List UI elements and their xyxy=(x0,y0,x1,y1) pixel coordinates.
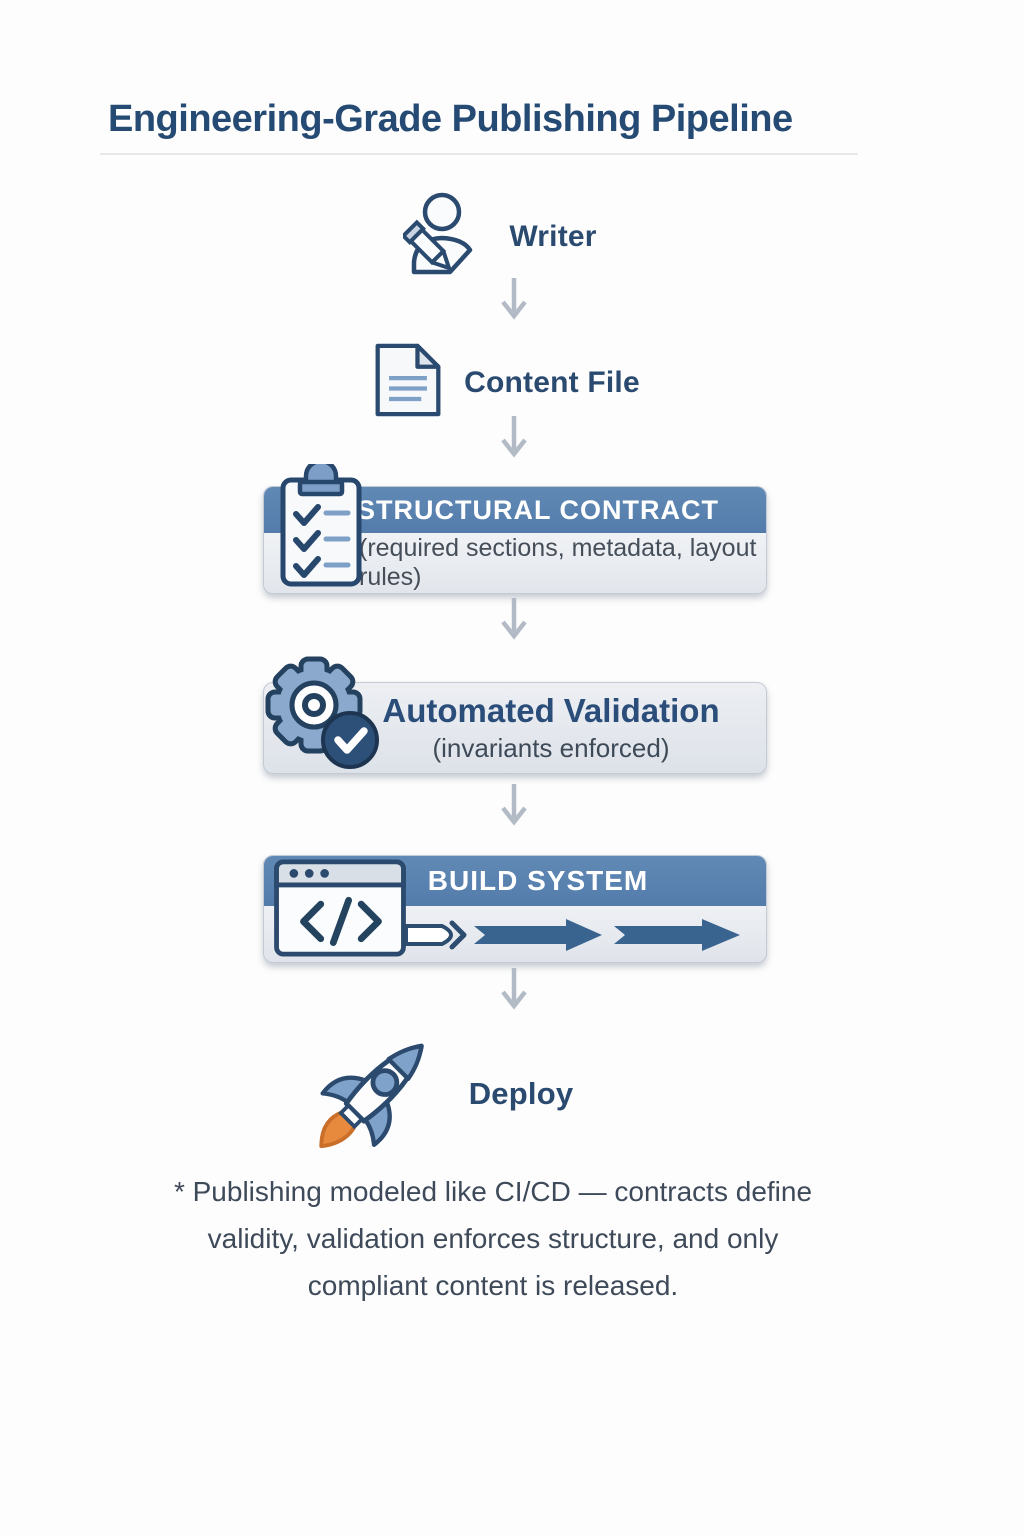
clipboard-checklist-icon xyxy=(276,458,366,597)
footnote-line-3: compliant content is released. xyxy=(307,1270,679,1301)
footnote: * Publishing modeled like CI/CD — contra… xyxy=(113,1168,873,1309)
gear-check-icon xyxy=(256,648,380,777)
deploy-label: Deploy xyxy=(468,1075,574,1111)
stage-writer: Writer xyxy=(0,188,1012,285)
page-title: Engineering-Grade Publishing Pipeline xyxy=(108,98,793,140)
writer-icon xyxy=(400,188,495,285)
automated-validation-word1: Automated xyxy=(382,691,555,729)
down-arrow-icon xyxy=(500,276,528,326)
down-arrow-icon xyxy=(500,596,528,646)
rocket-icon xyxy=(319,1024,453,1163)
document-icon xyxy=(372,340,444,425)
stage-content-file: Content File xyxy=(0,340,1018,425)
title-divider xyxy=(100,153,858,155)
down-arrow-icon xyxy=(500,966,528,1016)
footnote-line-2: validity, validation enforces structure,… xyxy=(207,1223,779,1254)
writer-label: Writer xyxy=(509,219,597,253)
pipeline-arrows-icon xyxy=(404,915,764,960)
down-arrow-icon xyxy=(500,782,528,832)
down-arrow-icon xyxy=(500,414,528,464)
content-file-label: Content File xyxy=(464,365,640,399)
stage-deploy: Deploy xyxy=(0,1024,958,1163)
footnote-line-1: * Publishing modeled like CI/CD — contra… xyxy=(173,1176,813,1207)
code-window-icon xyxy=(272,858,408,963)
automated-validation-word2: Validation xyxy=(563,691,720,729)
automated-validation-subtitle: (invariants enforced) xyxy=(432,732,670,763)
